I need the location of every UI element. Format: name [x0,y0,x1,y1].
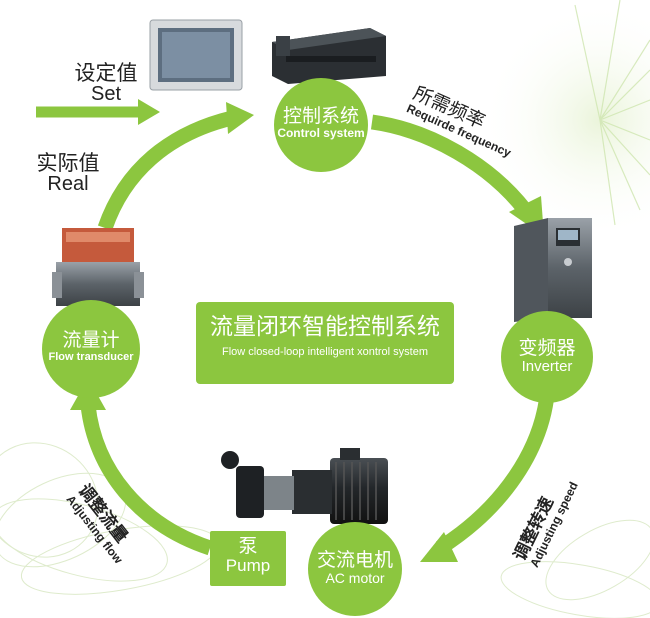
node-control-zh: 控制系统 [282,105,359,127]
label-set: 设定值 Set [66,62,146,105]
label-set-en: Set [90,83,122,106]
arrowhead-motor [420,532,458,562]
node-inverter-circle [501,311,593,403]
inverter-device-icon [514,218,592,322]
arrowhead-control [226,102,254,134]
node-transducer[interactable]: 流量计 Flow transducer [40,330,142,363]
label-real: 实际值 Real [28,152,108,195]
node-transducer-zh: 流量计 [62,329,120,351]
arrow-inverter-to-motor [435,382,556,555]
node-pump-zh: 泵 [238,535,258,557]
node-control-circle [274,78,368,172]
arrow-pump-to-transducer [80,404,213,556]
label-set-zh: 设定值 [74,61,138,85]
center-title-box [196,302,454,384]
flow-cycle [36,106,556,556]
center-title-en: Flow closed-loop intelligent xontrol sys… [221,346,429,359]
label-real-en: Real [47,173,89,196]
node-transducer-en: Flow transducer [48,350,134,363]
node-inverter[interactable]: 变频器 Inverter [500,338,594,375]
node-motor-zh: 交流电机 [316,549,393,571]
arrowhead-set [138,99,160,125]
hmi-panel-icon [149,19,243,91]
node-pump-box [210,531,286,586]
node-pump[interactable]: 泵 Pump [210,536,286,576]
node-inverter-en: Inverter [521,357,573,375]
node-control-en: Control system [277,125,365,140]
node-motor-circle [308,522,402,616]
node-inverter-zh: 变频器 [518,337,576,359]
plc-icon [272,28,386,84]
node-transducer-circle [42,300,140,398]
center-title-zh: 流量闭环智能控制系统 [210,314,440,340]
node-motor[interactable]: 交流电机 AC motor [308,550,402,586]
arrow-transducer-to-control [97,110,234,231]
arrow-control-to-inverter [370,114,531,215]
center-title: 流量闭环智能控制系统 Flow closed-loop intelligent … [196,314,454,359]
node-pump-en: Pump [225,555,271,575]
node-circles [42,78,593,616]
flow-meter-icon [52,228,144,306]
label-real-zh: 实际值 [36,151,100,175]
node-motor-en: AC motor [325,569,385,586]
motor-pump-icon [221,448,388,524]
node-control[interactable]: 控制系统 Control system [274,106,368,140]
